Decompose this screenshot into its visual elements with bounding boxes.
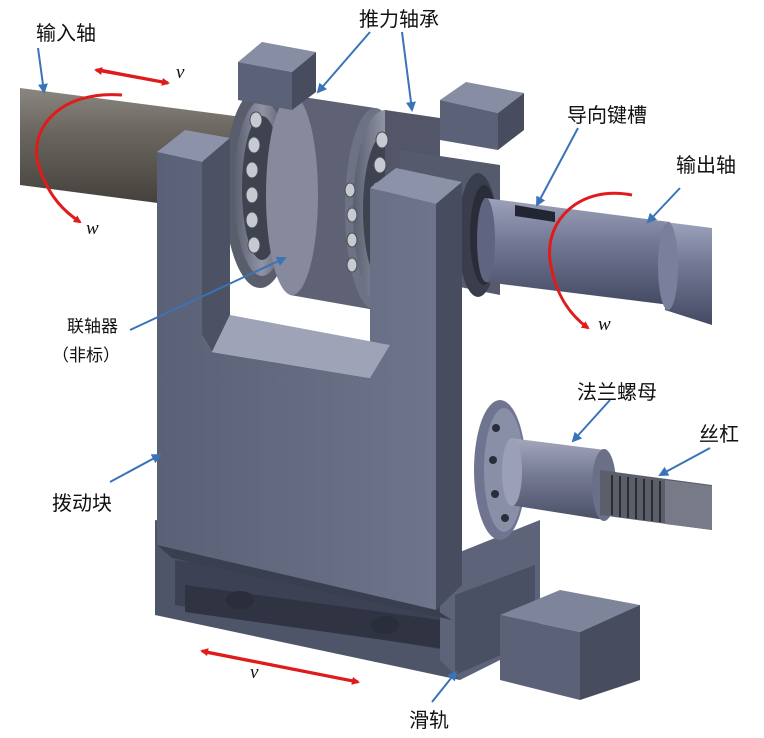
v-arrow-bottom-left [200, 648, 359, 684]
label-flange-nut: 法兰螺母 [577, 380, 657, 404]
rail-end-block [500, 590, 640, 700]
leader-input-shaft [37, 47, 48, 94]
leader-coupling [129, 256, 287, 331]
symbol-v-bottom: v [250, 662, 259, 683]
label-coupling: 联轴器 [67, 317, 118, 337]
leader-lines [37, 31, 711, 703]
label-input-shaft: 输入轴 [36, 21, 96, 45]
leader-thrust-bearing-1 [316, 31, 371, 94]
leader-shift-block [109, 454, 162, 483]
pillar-tops [238, 42, 524, 150]
label-guide-keyway: 导向键槽 [567, 103, 647, 127]
symbol-v-top: v [176, 62, 185, 83]
symbol-w-right: w [598, 314, 611, 335]
symbol-w-left: w [86, 218, 99, 239]
label-coupling-note: （非标） [52, 346, 120, 366]
label-output-shaft: 输出轴 [676, 153, 736, 177]
label-lead-screw: 丝杠 [699, 422, 739, 446]
flange-nut [474, 400, 616, 540]
leader-output-shaft [646, 187, 681, 224]
w-arrow-right [548, 191, 633, 330]
leader-flange-nut [571, 399, 611, 443]
lead-screw [600, 470, 712, 530]
label-slide-rail: 滑轨 [409, 708, 449, 732]
w-arrow-left [35, 93, 123, 224]
output-shaft [477, 198, 712, 325]
label-thrust-bearing: 推力轴承 [359, 7, 439, 31]
leader-thrust-bearing-2 [401, 31, 416, 112]
shift-block [157, 130, 462, 620]
leader-lead-screw [658, 447, 711, 476]
leader-slide-rail [431, 670, 458, 703]
motion-arrows [35, 67, 633, 685]
leader-guide-keyway [536, 127, 579, 207]
label-shift-block: 拨动块 [52, 491, 112, 515]
v-arrow-top-left [94, 67, 169, 85]
